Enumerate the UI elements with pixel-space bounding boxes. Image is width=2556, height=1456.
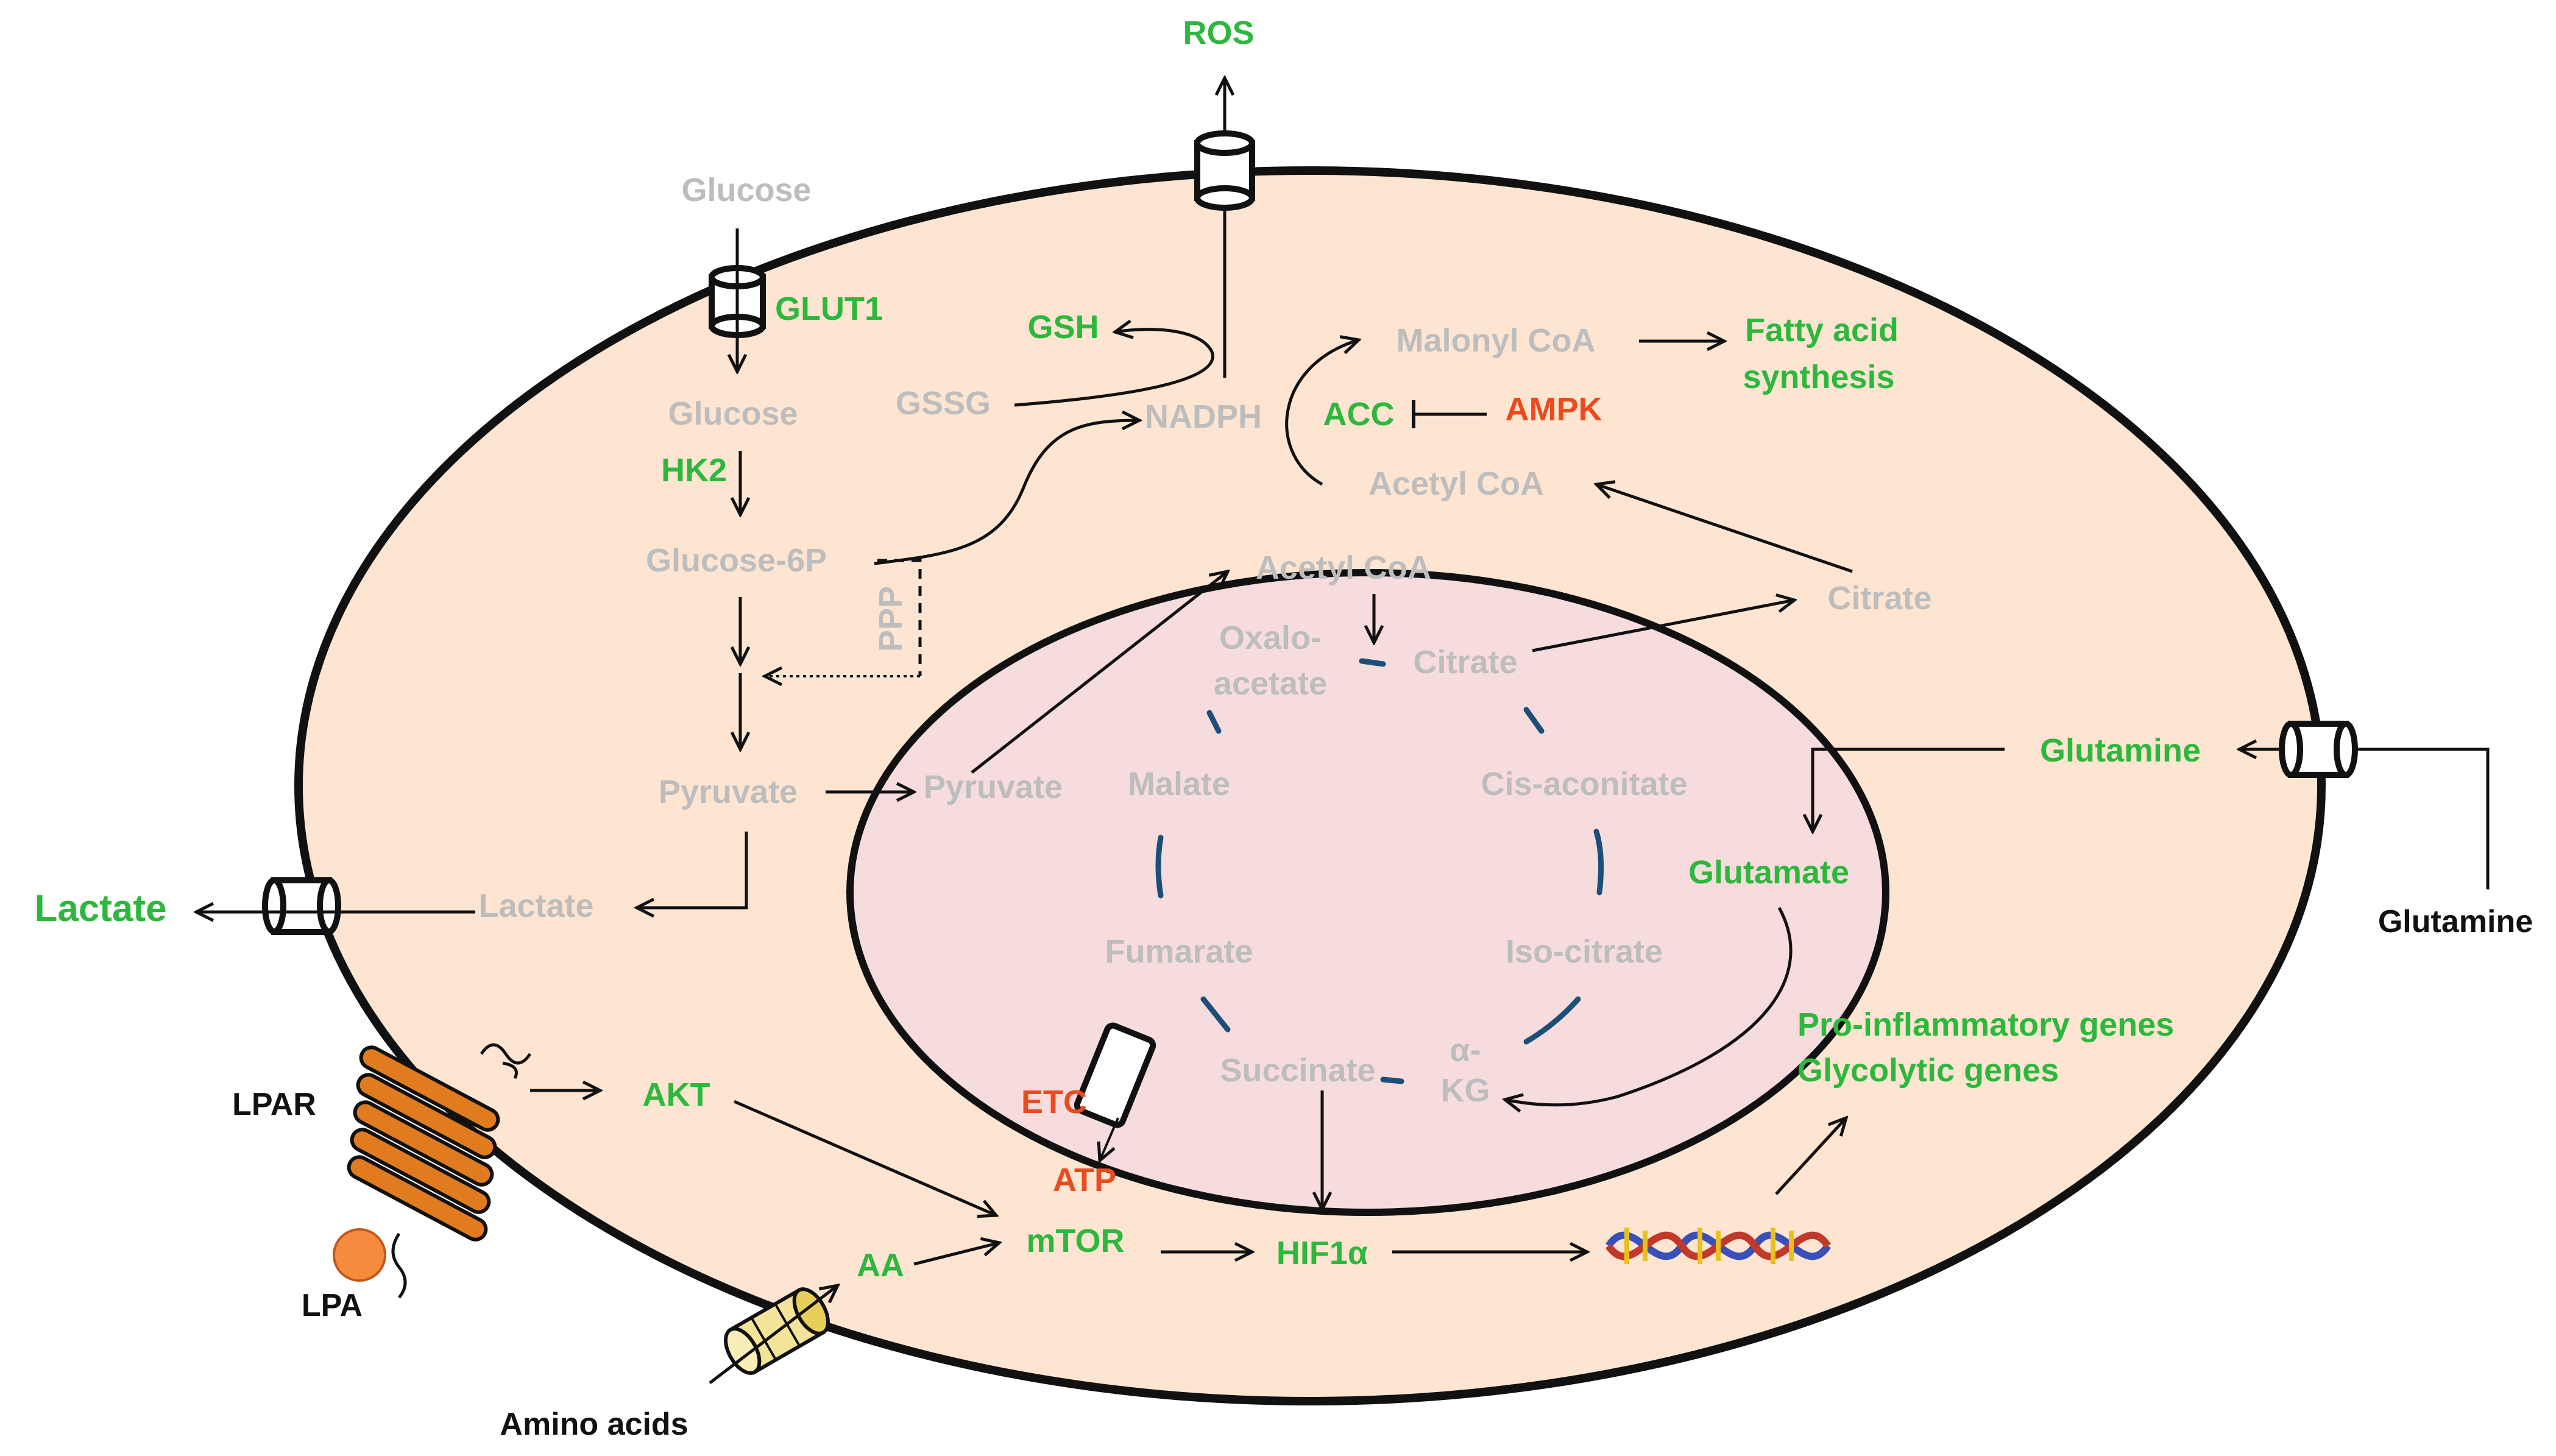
arrow — [913, 1243, 999, 1266]
arrow — [1532, 600, 1794, 652]
glutamine-extracellular-label: Glutamine — [2378, 904, 2533, 939]
arrow — [1100, 1117, 1119, 1161]
arrow — [637, 832, 748, 908]
arrow — [1775, 1118, 1846, 1195]
fatty-acid-label-2: synthesis — [1743, 359, 1894, 395]
glucose-extracellular-label: Glucose — [681, 172, 811, 208]
ros-label: ROS — [1183, 15, 1254, 51]
nadph-label: NADPH — [1145, 398, 1262, 435]
arrow — [874, 420, 1139, 565]
alpha-kg-label: α- — [1450, 1032, 1481, 1069]
etc-complex — [1074, 1022, 1156, 1128]
dna-helix-icon — [1605, 1228, 1831, 1264]
arrow — [971, 571, 1228, 774]
glutamate-label: Glutamate — [1688, 854, 1849, 891]
transporter-icon — [262, 877, 341, 935]
citrate-cytosol-label: Citrate — [1827, 580, 1931, 617]
lpa-label: LPA — [302, 1288, 363, 1323]
glutamine-intracellular-label: Glutamine — [2040, 732, 2201, 769]
glycolytic-genes-label: Glycolytic genes — [1797, 1052, 2059, 1089]
mtor-label: mTOR — [1026, 1223, 1124, 1259]
gssg-label: GSSG — [896, 385, 991, 422]
ppp-label: PPP — [873, 586, 909, 652]
acetyl-coa-mito-label: Acetyl CoA — [1256, 550, 1431, 586]
arrow — [1285, 340, 1359, 486]
gsh-label: GSH — [1027, 309, 1099, 345]
glut1-label: GLUT1 — [775, 291, 883, 327]
akt-label: AKT — [643, 1076, 710, 1113]
oxaloacetate-label-2: acetate — [1214, 665, 1327, 702]
tca-cycle-marks — [1155, 658, 1604, 1084]
arrow — [1014, 330, 1214, 407]
amino-acids-label: Amino acids — [500, 1407, 688, 1442]
transporter-icon — [1194, 130, 1255, 211]
receptor-icon — [347, 1043, 532, 1299]
malate-label: Malate — [1128, 766, 1230, 802]
mitochondrion — [846, 569, 1889, 1216]
glucose-intracellular-label: Glucose — [668, 395, 798, 432]
succinate-label: Succinate — [1220, 1052, 1375, 1089]
pro-inflammatory-genes-label: Pro-inflammatory genes — [1797, 1006, 2174, 1043]
arrow — [1505, 906, 1793, 1105]
acetyl-coa-cytosol-label: Acetyl CoA — [1368, 465, 1544, 502]
hk2-label: HK2 — [661, 452, 727, 489]
ligand-icon — [333, 1228, 386, 1282]
etc-label: ETC — [1021, 1084, 1087, 1120]
alpha-kg-label-2: KG — [1441, 1072, 1490, 1109]
fatty-acid-label: Fatty acid — [1745, 312, 1899, 348]
malonyl-coa-label: Malonyl CoA — [1396, 322, 1595, 359]
arrow — [1596, 484, 1853, 573]
arrow — [734, 1100, 996, 1215]
oxaloacetate-label: Oxalo- — [1219, 620, 1322, 656]
citrate-mito-label: Citrate — [1413, 644, 1517, 680]
iso-citrate-label: Iso-citrate — [1506, 933, 1663, 970]
pyruvate-cytosol-label: Pyruvate — [659, 774, 798, 810]
glucose-6p-label: Glucose-6P — [646, 542, 827, 579]
lactate-cytosol-label: Lactate — [478, 888, 593, 924]
fumarate-label: Fumarate — [1105, 933, 1253, 970]
transporter-icon — [2279, 721, 2358, 778]
hif1a-label: HIF1α — [1276, 1235, 1368, 1271]
pyruvate-mito-label: Pyruvate — [924, 769, 1063, 805]
acc-label: ACC — [1323, 396, 1395, 433]
atp-label: ATP — [1053, 1162, 1116, 1198]
cis-aconitate-label: Cis-aconitate — [1481, 766, 1687, 802]
ampk-label: AMPK — [1506, 391, 1602, 428]
lactate-extracellular-label: Lactate — [34, 888, 166, 930]
glutamine-route — [2355, 747, 2490, 889]
arrow — [1813, 747, 2005, 832]
arrow — [709, 1285, 838, 1384]
aa-label: AA — [857, 1247, 904, 1284]
ppp-branch — [877, 559, 922, 676]
lpar-label: LPAR — [232, 1087, 316, 1122]
